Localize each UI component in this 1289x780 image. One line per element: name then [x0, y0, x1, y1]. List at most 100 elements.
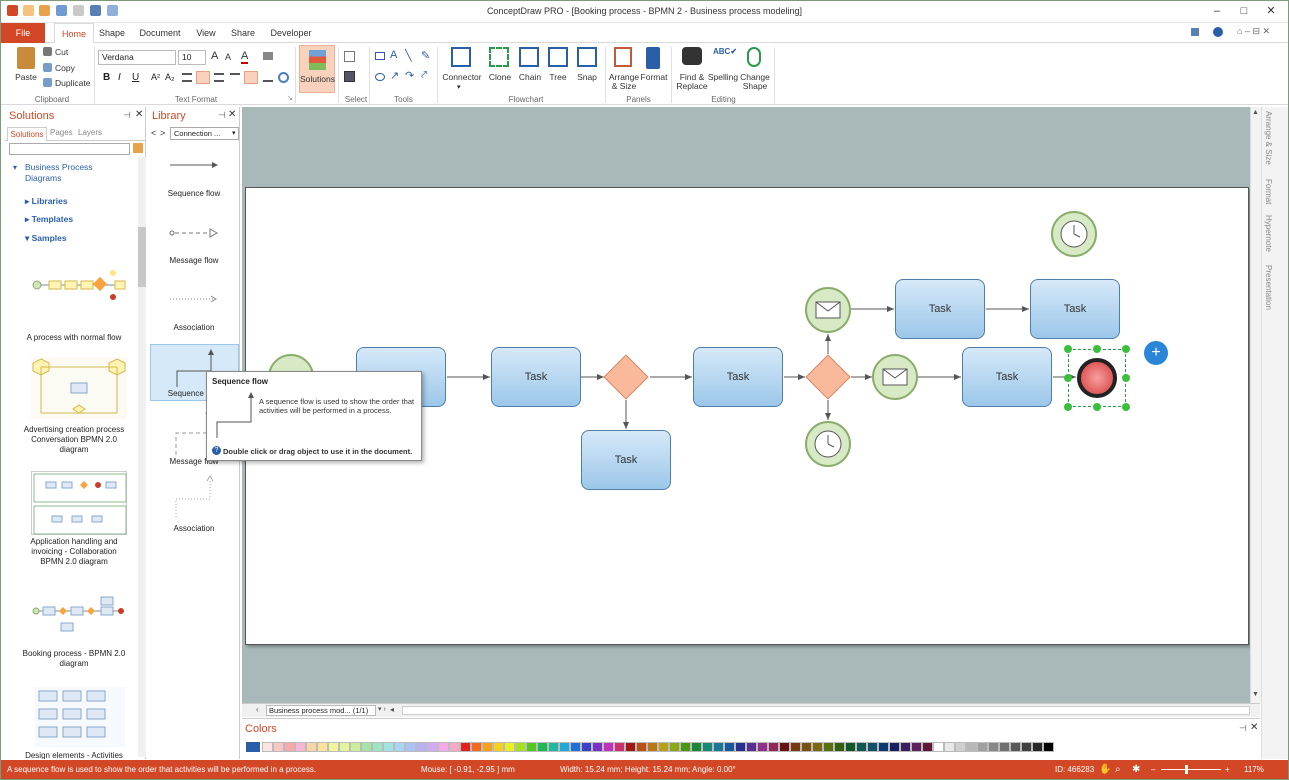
tab-share[interactable]: Share — [230, 28, 256, 38]
color-swatch[interactable] — [856, 742, 867, 752]
tree-button[interactable]: Tree — [549, 72, 567, 82]
valign-top-icon[interactable] — [230, 73, 240, 82]
color-swatch[interactable] — [746, 742, 757, 752]
rectangle-tool-icon[interactable] — [375, 52, 385, 60]
color-swatch[interactable] — [790, 742, 801, 752]
color-swatch[interactable] — [966, 742, 977, 752]
color-swatch[interactable] — [449, 742, 460, 752]
scroll-down-icon[interactable]: ▼ — [1252, 691, 1259, 698]
sample-label[interactable]: Design elements - Activities — [9, 751, 139, 759]
hand-tool-icon[interactable]: ✋ — [1099, 764, 1112, 775]
tab-home[interactable]: Home — [54, 23, 94, 44]
color-swatch[interactable] — [482, 742, 493, 752]
new-doc-icon[interactable] — [23, 5, 34, 16]
association-shape[interactable] — [168, 293, 218, 305]
color-swatches[interactable] — [262, 742, 1054, 752]
side-tab-hypernote[interactable]: Hypernote — [1264, 215, 1273, 252]
align-right-icon[interactable] — [214, 73, 224, 82]
color-swatch[interactable] — [262, 742, 273, 752]
color-swatch[interactable] — [944, 742, 955, 752]
library-item-label[interactable]: Message flow — [169, 256, 219, 265]
vertical-scrollbar[interactable]: ▲ ▼ — [1250, 107, 1261, 703]
color-swatch[interactable] — [977, 742, 988, 752]
prev-library-icon[interactable]: < — [151, 128, 157, 138]
arrow-tool-icon[interactable]: ↗ — [390, 70, 400, 82]
tab-solutions[interactable]: Solutions — [7, 127, 47, 141]
color-swatch[interactable] — [273, 742, 284, 752]
color-swatch[interactable] — [867, 742, 878, 752]
valign-bottom-icon[interactable] — [263, 73, 273, 82]
zoom-slider-thumb[interactable] — [1185, 765, 1188, 774]
color-swatch[interactable] — [779, 742, 790, 752]
color-swatch[interactable] — [999, 742, 1010, 752]
tree-item-samples[interactable]: ▾ Samples — [25, 233, 67, 243]
italic-icon[interactable]: I — [118, 72, 121, 83]
color-swatch[interactable] — [669, 742, 680, 752]
color-swatch[interactable] — [757, 742, 768, 752]
scroll-left-icon[interactable]: ◂ — [390, 705, 395, 714]
zoom-slider[interactable] — [1161, 765, 1221, 774]
color-swatch[interactable] — [306, 742, 317, 752]
library-select[interactable]: Connection ... — [170, 127, 239, 140]
align-center-icon[interactable] — [196, 71, 210, 84]
color-swatch[interactable] — [878, 742, 889, 752]
library-item-label[interactable]: Message flow — [169, 457, 219, 466]
shrink-font-icon[interactable]: A — [225, 52, 232, 62]
pin-icon[interactable]: ⊣ — [123, 110, 131, 120]
task-shape[interactable]: Task — [491, 347, 581, 407]
color-swatch[interactable] — [900, 742, 911, 752]
undo-icon[interactable] — [56, 5, 67, 16]
color-swatch[interactable] — [834, 742, 845, 752]
color-swatch[interactable] — [372, 742, 383, 752]
color-swatch[interactable] — [438, 742, 449, 752]
chain-button[interactable]: Chain — [518, 72, 542, 82]
arrange-size-button[interactable]: Arrange& Size — [607, 73, 641, 91]
close-button[interactable]: ✕ — [1266, 5, 1276, 17]
color-swatch[interactable] — [559, 742, 570, 752]
pen-tool-icon[interactable]: ✎ — [421, 50, 431, 62]
color-swatch[interactable] — [801, 742, 812, 752]
color-swatch[interactable] — [295, 742, 306, 752]
next-library-icon[interactable]: > — [160, 128, 166, 138]
color-swatch[interactable] — [570, 742, 581, 752]
horizontal-scrollbar[interactable] — [402, 706, 1250, 715]
color-swatch[interactable] — [933, 742, 944, 752]
zoom-out-icon[interactable]: – — [1151, 765, 1156, 774]
snap-button[interactable]: Snap — [577, 72, 597, 82]
paste-button[interactable]: Paste — [15, 72, 37, 82]
selection-handles[interactable] — [1063, 344, 1131, 412]
library-item-label[interactable]: Sequence flow — [167, 389, 221, 398]
scroll-up-icon[interactable]: ▲ — [1252, 109, 1259, 116]
sequence-flow-shape[interactable] — [168, 159, 218, 171]
font-family-select[interactable]: Verdana — [98, 50, 176, 65]
file-menu[interactable]: File — [1, 23, 45, 43]
association-elbow-shape[interactable] — [174, 475, 214, 519]
bold-icon[interactable]: B — [103, 72, 111, 83]
color-swatch[interactable] — [460, 742, 471, 752]
palette-icon[interactable] — [246, 742, 260, 752]
color-swatch[interactable] — [636, 742, 647, 752]
color-swatch[interactable] — [922, 742, 933, 752]
close-icon[interactable]: ✕ — [228, 109, 237, 120]
color-swatch[interactable] — [823, 742, 834, 752]
task-shape[interactable]: Task — [581, 430, 671, 490]
find-replace-button[interactable]: Find &Replace — [675, 73, 709, 91]
pin-icon[interactable]: ⊣ — [218, 110, 226, 120]
tab-shape[interactable]: Shape — [98, 28, 126, 38]
color-swatch[interactable] — [889, 742, 900, 752]
task-shape[interactable]: Task — [895, 279, 985, 339]
print-preview-icon[interactable] — [107, 5, 118, 16]
spelling-button[interactable]: Spelling — [707, 72, 739, 82]
color-swatch[interactable] — [1043, 742, 1054, 752]
font-color-icon[interactable]: A — [241, 50, 249, 64]
color-swatch[interactable] — [625, 742, 636, 752]
color-swatch[interactable] — [988, 742, 999, 752]
color-swatch[interactable] — [955, 742, 966, 752]
duplicate-button[interactable]: Duplicate — [55, 78, 91, 88]
add-shape-icon[interactable]: + — [1144, 341, 1168, 365]
color-swatch[interactable] — [845, 742, 856, 752]
sample-thumbnail[interactable] — [31, 265, 127, 311]
color-swatch[interactable] — [1010, 742, 1021, 752]
